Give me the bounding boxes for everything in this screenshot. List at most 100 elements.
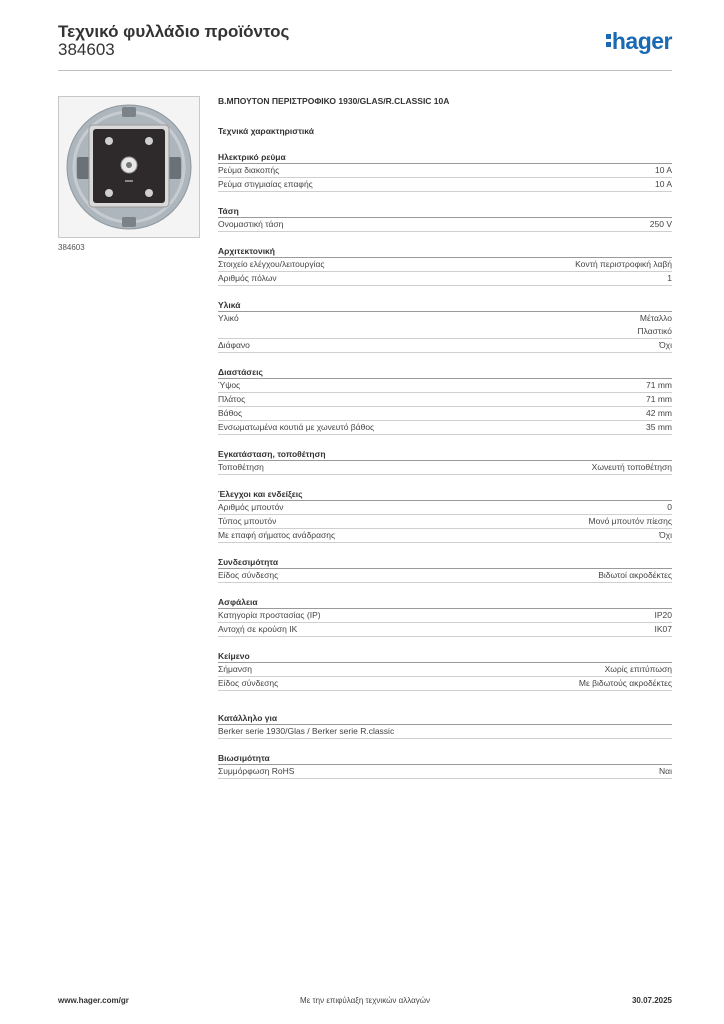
spec-row: Διάφανο Όχι — [218, 339, 672, 353]
spec-value: Χωνευτή τοποθέτηση — [592, 461, 672, 474]
spec-value-line: Όχι — [659, 530, 672, 540]
document-number: 384603 — [58, 40, 115, 59]
spec-label: Αντοχή σε κρούση IK — [218, 624, 298, 634]
spec-label: Ρεύμα διακοπής — [218, 165, 280, 175]
spec-value-line: 71 mm — [646, 380, 672, 390]
section-title: Συνδεσιμότητα — [218, 557, 672, 569]
product-title: Β.ΜΠΟΥΤΟΝ ΠΕΡΙΣΤΡΟΦΙΚΟ 1930/GLAS/R.CLASS… — [218, 96, 450, 106]
spec-value-line: 10 A — [654, 165, 672, 175]
section-title: Υλικά — [218, 300, 672, 312]
spec-value-line: 0 — [667, 502, 672, 512]
logo-dots-icon — [605, 34, 611, 50]
spec-value: 0 — [667, 501, 672, 514]
photo-caption: 384603 — [58, 243, 85, 252]
spec-row: Είδος σύνδεσης Βιδωτοί ακροδέκτες — [218, 569, 672, 583]
spec-value: Με βιδωτούς ακροδέκτες — [579, 677, 672, 690]
spec-value-line: 42 mm — [646, 408, 672, 418]
section-title: Κατάλληλο για — [218, 713, 672, 725]
spec-row: Ρεύμα διακοπής 10 A — [218, 164, 672, 178]
spec-label: Είδος σύνδεσης — [218, 570, 279, 580]
spec-value-line: 1 — [667, 273, 672, 283]
spec-value: Όχι — [659, 339, 672, 352]
spec-label: Αριθμός μπουτόν — [218, 502, 284, 512]
section-title: Κείμενο — [218, 651, 672, 663]
spec-label: Είδος σύνδεσης — [218, 678, 279, 688]
spec-value: 42 mm — [646, 407, 672, 420]
spec-value-line: 71 mm — [646, 394, 672, 404]
spec-row: Είδος σύνδεσης Με βιδωτούς ακροδέκτες — [218, 677, 672, 691]
spec-label: Ονομαστική τάση — [218, 219, 284, 229]
spec-row: Με επαφή σήματος ανάδρασης Όχι — [218, 529, 672, 543]
spec-value: Όχι — [659, 529, 672, 542]
spec-value: 10 A — [655, 164, 672, 177]
spec-value: IK07 — [655, 623, 673, 636]
spec-value: IP20 — [655, 609, 673, 622]
spec-content: Β.ΜΠΟΥΤΟΝ ΠΕΡΙΣΤΡΟΦΙΚΟ 1930/GLAS/R.CLASS… — [218, 96, 672, 779]
spec-label: Κατηγορία προστασίας (IP) — [218, 610, 321, 620]
spec-value-line: Ναι — [659, 766, 672, 776]
spec-value-line: Κοντή περιστροφική λαβή — [575, 259, 672, 269]
spec-value-line: Χωνευτή τοποθέτηση — [591, 462, 672, 472]
spec-value-line: 10 A — [654, 179, 672, 189]
spec-label: Με επαφή σήματος ανάδρασης — [218, 530, 336, 540]
spec-value: 10 A — [655, 178, 672, 191]
spec-row: Berker serie 1930/Glas / Berker serie R.… — [218, 725, 672, 739]
spec-label: Πλάτος — [218, 394, 246, 404]
spec-label: Τοποθέτηση — [218, 462, 264, 472]
spec-label: Αριθμός πόλων — [218, 273, 277, 283]
spec-value: 71 mm — [646, 379, 672, 392]
spec-label: Διάφανο — [218, 340, 250, 350]
spec-label: Ενσωματωμένα κουτιά με χωνευτό βάθος — [218, 422, 375, 432]
spec-value-line: Όχι — [659, 340, 672, 350]
spec-row: Αριθμός μπουτόν 0 — [218, 501, 672, 515]
spec-value: Κοντή περιστροφική λαβή — [575, 258, 672, 271]
spec-value: 250 V — [650, 218, 672, 231]
features-title: Τεχνικά χαρακτηριστικά — [218, 126, 314, 136]
spec-row: Τοποθέτηση Χωνευτή τοποθέτηση — [218, 461, 672, 475]
spec-value: Ναι — [659, 765, 672, 778]
spec-row: Τύπος μπουτόν Μονό μπουτόν πίεσης — [218, 515, 672, 529]
section-title: Βιωσιμότητα — [218, 753, 672, 765]
spec-value: Χωρίς επιτύπωση — [605, 663, 672, 676]
spec-value-line: Βιδωτοί ακροδέκτες — [598, 570, 672, 580]
spec-value: Μονό μπουτόν πίεσης — [589, 515, 672, 528]
spec-row: Ενσωματωμένα κουτιά με χωνευτό βάθος 35 m… — [218, 421, 672, 435]
section-title: Διαστάσεις — [218, 367, 672, 379]
section-title: Ηλεκτρικό ρεύμα — [218, 152, 672, 164]
spec-value-line: Με βιδωτούς ακροδέκτες — [578, 678, 672, 688]
section-title: Εγκατάσταση, τοποθέτηση — [218, 449, 672, 461]
section-title: Τάση — [218, 206, 672, 218]
spec-row: Αντοχή σε κρούση IK IK07 — [218, 623, 672, 637]
spec-row: Κατηγορία προστασίας (IP) IP20 — [218, 609, 672, 623]
spec-value-line: 35 mm — [646, 422, 672, 432]
spec-label: Τύπος μπουτόν — [218, 516, 277, 526]
page-header: Τεχνικό φυλλάδιο προϊόντος 384603 hager — [58, 20, 673, 71]
spec-row: Πλάτος 71 mm — [218, 393, 672, 407]
spec-value-line: Μέταλλο — [639, 313, 672, 323]
spec-value: Βιδωτοί ακροδέκτες — [598, 569, 672, 582]
product-photo — [58, 96, 200, 238]
rotary-switch-insert-icon — [59, 97, 199, 237]
spec-label: Υλικό — [218, 313, 239, 323]
spec-value: 71 mm — [646, 393, 672, 406]
spec-value-line: Χωρίς επιτύπωση — [604, 664, 672, 674]
document-title: Τεχνικό φυλλάδιο προϊόντος — [58, 22, 290, 41]
footer-website-link[interactable]: www.hager.com/gr — [58, 996, 129, 1005]
hager-logo: hager — [605, 28, 673, 55]
